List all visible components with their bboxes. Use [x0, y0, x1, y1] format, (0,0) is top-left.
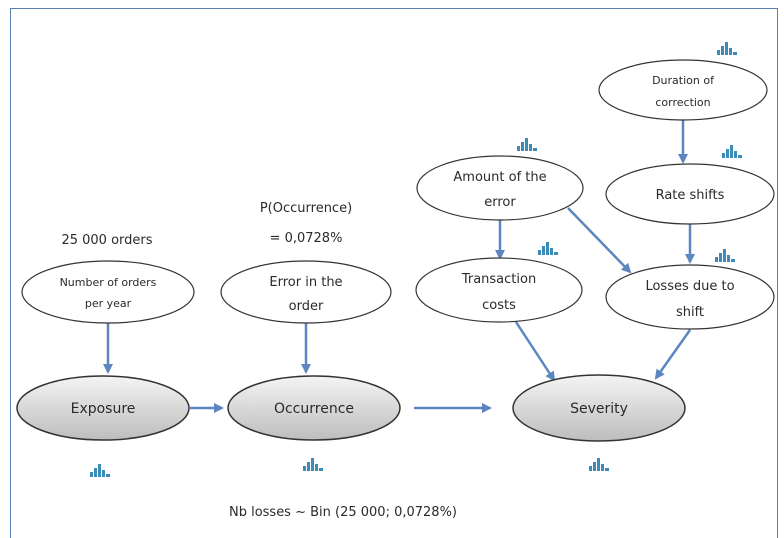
histogram-icon	[715, 249, 735, 262]
node-error-in-order-line1: Error in the	[269, 275, 342, 290]
node-severity-label: Severity	[570, 401, 628, 417]
node-exposure-label: Exposure	[71, 401, 136, 417]
node-number-of-orders-line1: Number of orders	[60, 276, 157, 289]
node-amount-of-error: Amount of the error	[416, 155, 584, 221]
histogram-icon	[90, 464, 110, 477]
histogram-icon	[717, 42, 737, 55]
arrow-transaction-to-severity	[514, 321, 556, 382]
node-error-in-order: Error in the order	[220, 260, 392, 324]
node-transaction-costs: Transaction costs	[415, 257, 583, 323]
histogram-icon	[303, 458, 323, 471]
probability-annotation-line2: = 0,0728%	[270, 231, 343, 246]
arrow-amount-to-losses	[567, 207, 632, 274]
node-error-in-order-line2: order	[289, 299, 324, 314]
probability-annotation-line1: P(Occurrence)	[260, 201, 352, 216]
node-occurrence-label: Occurrence	[274, 401, 354, 417]
node-duration-of-correction-line2: correction	[655, 96, 710, 109]
node-losses-due-to-shift: Losses due to shift	[605, 264, 775, 330]
histogram-icon	[722, 145, 742, 158]
node-rate-shifts: Rate shifts	[605, 163, 775, 225]
orders-annotation: 25 000 orders	[61, 233, 152, 248]
node-transaction-costs-line1: Transaction	[461, 272, 536, 287]
node-amount-of-error-line2: error	[484, 195, 516, 210]
node-severity: Severity	[512, 374, 686, 442]
arrows	[103, 120, 695, 413]
node-rate-shifts-label: Rate shifts	[656, 188, 725, 203]
node-number-of-orders-line2: per year	[85, 297, 132, 310]
histogram-icon	[589, 458, 609, 471]
node-losses-due-to-shift-line2: shift	[676, 305, 704, 320]
histogram-icon	[538, 242, 558, 255]
node-exposure: Exposure	[16, 375, 190, 441]
node-occurrence: Occurrence	[227, 375, 401, 441]
binomial-formula: Nb losses ~ Bin (25 000; 0,0728%)	[229, 505, 457, 520]
node-duration-of-correction-line1: Duration of	[652, 74, 715, 87]
node-amount-of-error-line1: Amount of the	[453, 170, 546, 185]
node-duration-of-correction: Duration of correction	[598, 59, 768, 121]
arrow-losses-to-severity	[654, 329, 692, 380]
diagram-frame	[10, 8, 778, 538]
histogram-icon	[517, 138, 537, 151]
node-losses-due-to-shift-line1: Losses due to	[645, 279, 734, 294]
node-number-of-orders: Number of orders per year	[21, 260, 195, 324]
node-transaction-costs-line2: costs	[482, 298, 516, 313]
